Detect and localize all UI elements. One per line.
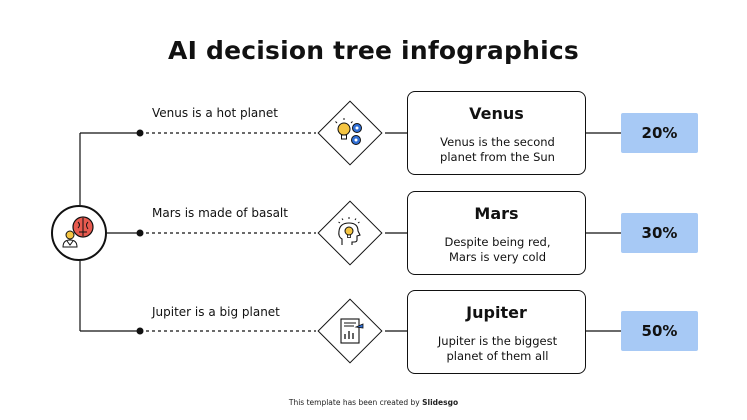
person-brain-icon: [62, 216, 94, 248]
percent-badge-venus: 20%: [621, 113, 698, 153]
card-title: Mars: [474, 204, 519, 223]
card-mars: Mars Despite being red, Mars is very col…: [407, 191, 586, 275]
branch-label-venus: Venus is a hot planet: [152, 106, 278, 120]
decision-node-venus: [315, 98, 385, 168]
percent-badge-mars: 30%: [621, 213, 698, 253]
card-description: Jupiter is the biggest planet of them al…: [437, 334, 558, 363]
card-jupiter: Jupiter Jupiter is the biggest planet of…: [407, 290, 586, 374]
document-chart-icon: [340, 318, 364, 344]
branch-label-jupiter: Jupiter is a big planet: [152, 305, 280, 319]
card-description: Venus is the second planet from the Sun: [440, 135, 555, 164]
head-idea-icon: [338, 217, 361, 245]
root-node: [51, 205, 107, 261]
decision-node-jupiter: [315, 296, 385, 366]
card-title: Jupiter: [466, 303, 527, 322]
footer-credit: This template has been created by Slides…: [288, 398, 459, 407]
branch-label-mars: Mars is made of basalt: [152, 206, 288, 220]
lightbulb-gears-icon: [335, 118, 362, 145]
card-description: Despite being red, Mars is very cold: [444, 235, 551, 264]
card-venus: Venus Venus is the second planet from th…: [407, 91, 586, 175]
decision-node-mars: [315, 198, 385, 268]
footer-brand: Slidesgo: [422, 398, 459, 407]
page-title: AI decision tree infographics: [168, 36, 579, 65]
percent-badge-jupiter: 50%: [621, 311, 698, 351]
card-title: Venus: [469, 104, 524, 123]
